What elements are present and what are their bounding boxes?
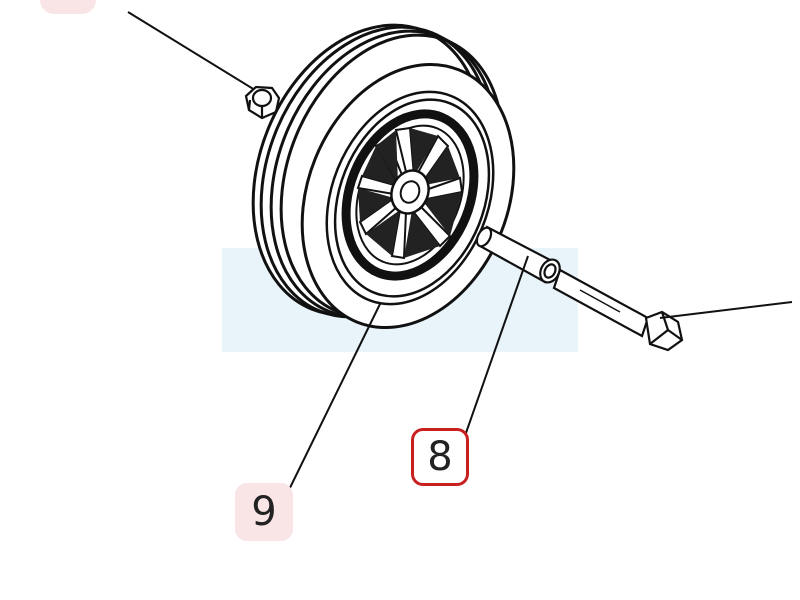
axle-spacer-sleeve[interactable] — [474, 225, 564, 285]
callout-9-label: 9 — [251, 489, 277, 535]
wheel-hub — [356, 126, 464, 260]
callout-8-label: 8 — [427, 434, 453, 480]
leader-line-bolt — [659, 301, 793, 319]
lock-nut[interactable] — [244, 85, 281, 120]
leader-line-9 — [283, 303, 381, 501]
callout-9[interactable]: 9 — [235, 483, 293, 541]
leader-line-nut — [127, 11, 256, 91]
leader-line-8 — [459, 255, 529, 451]
axle-bolt[interactable] — [552, 268, 684, 352]
wheel-assembly[interactable] — [212, 0, 552, 360]
callout-8[interactable]: 8 — [411, 428, 469, 486]
callout-badge-top — [40, 0, 96, 14]
